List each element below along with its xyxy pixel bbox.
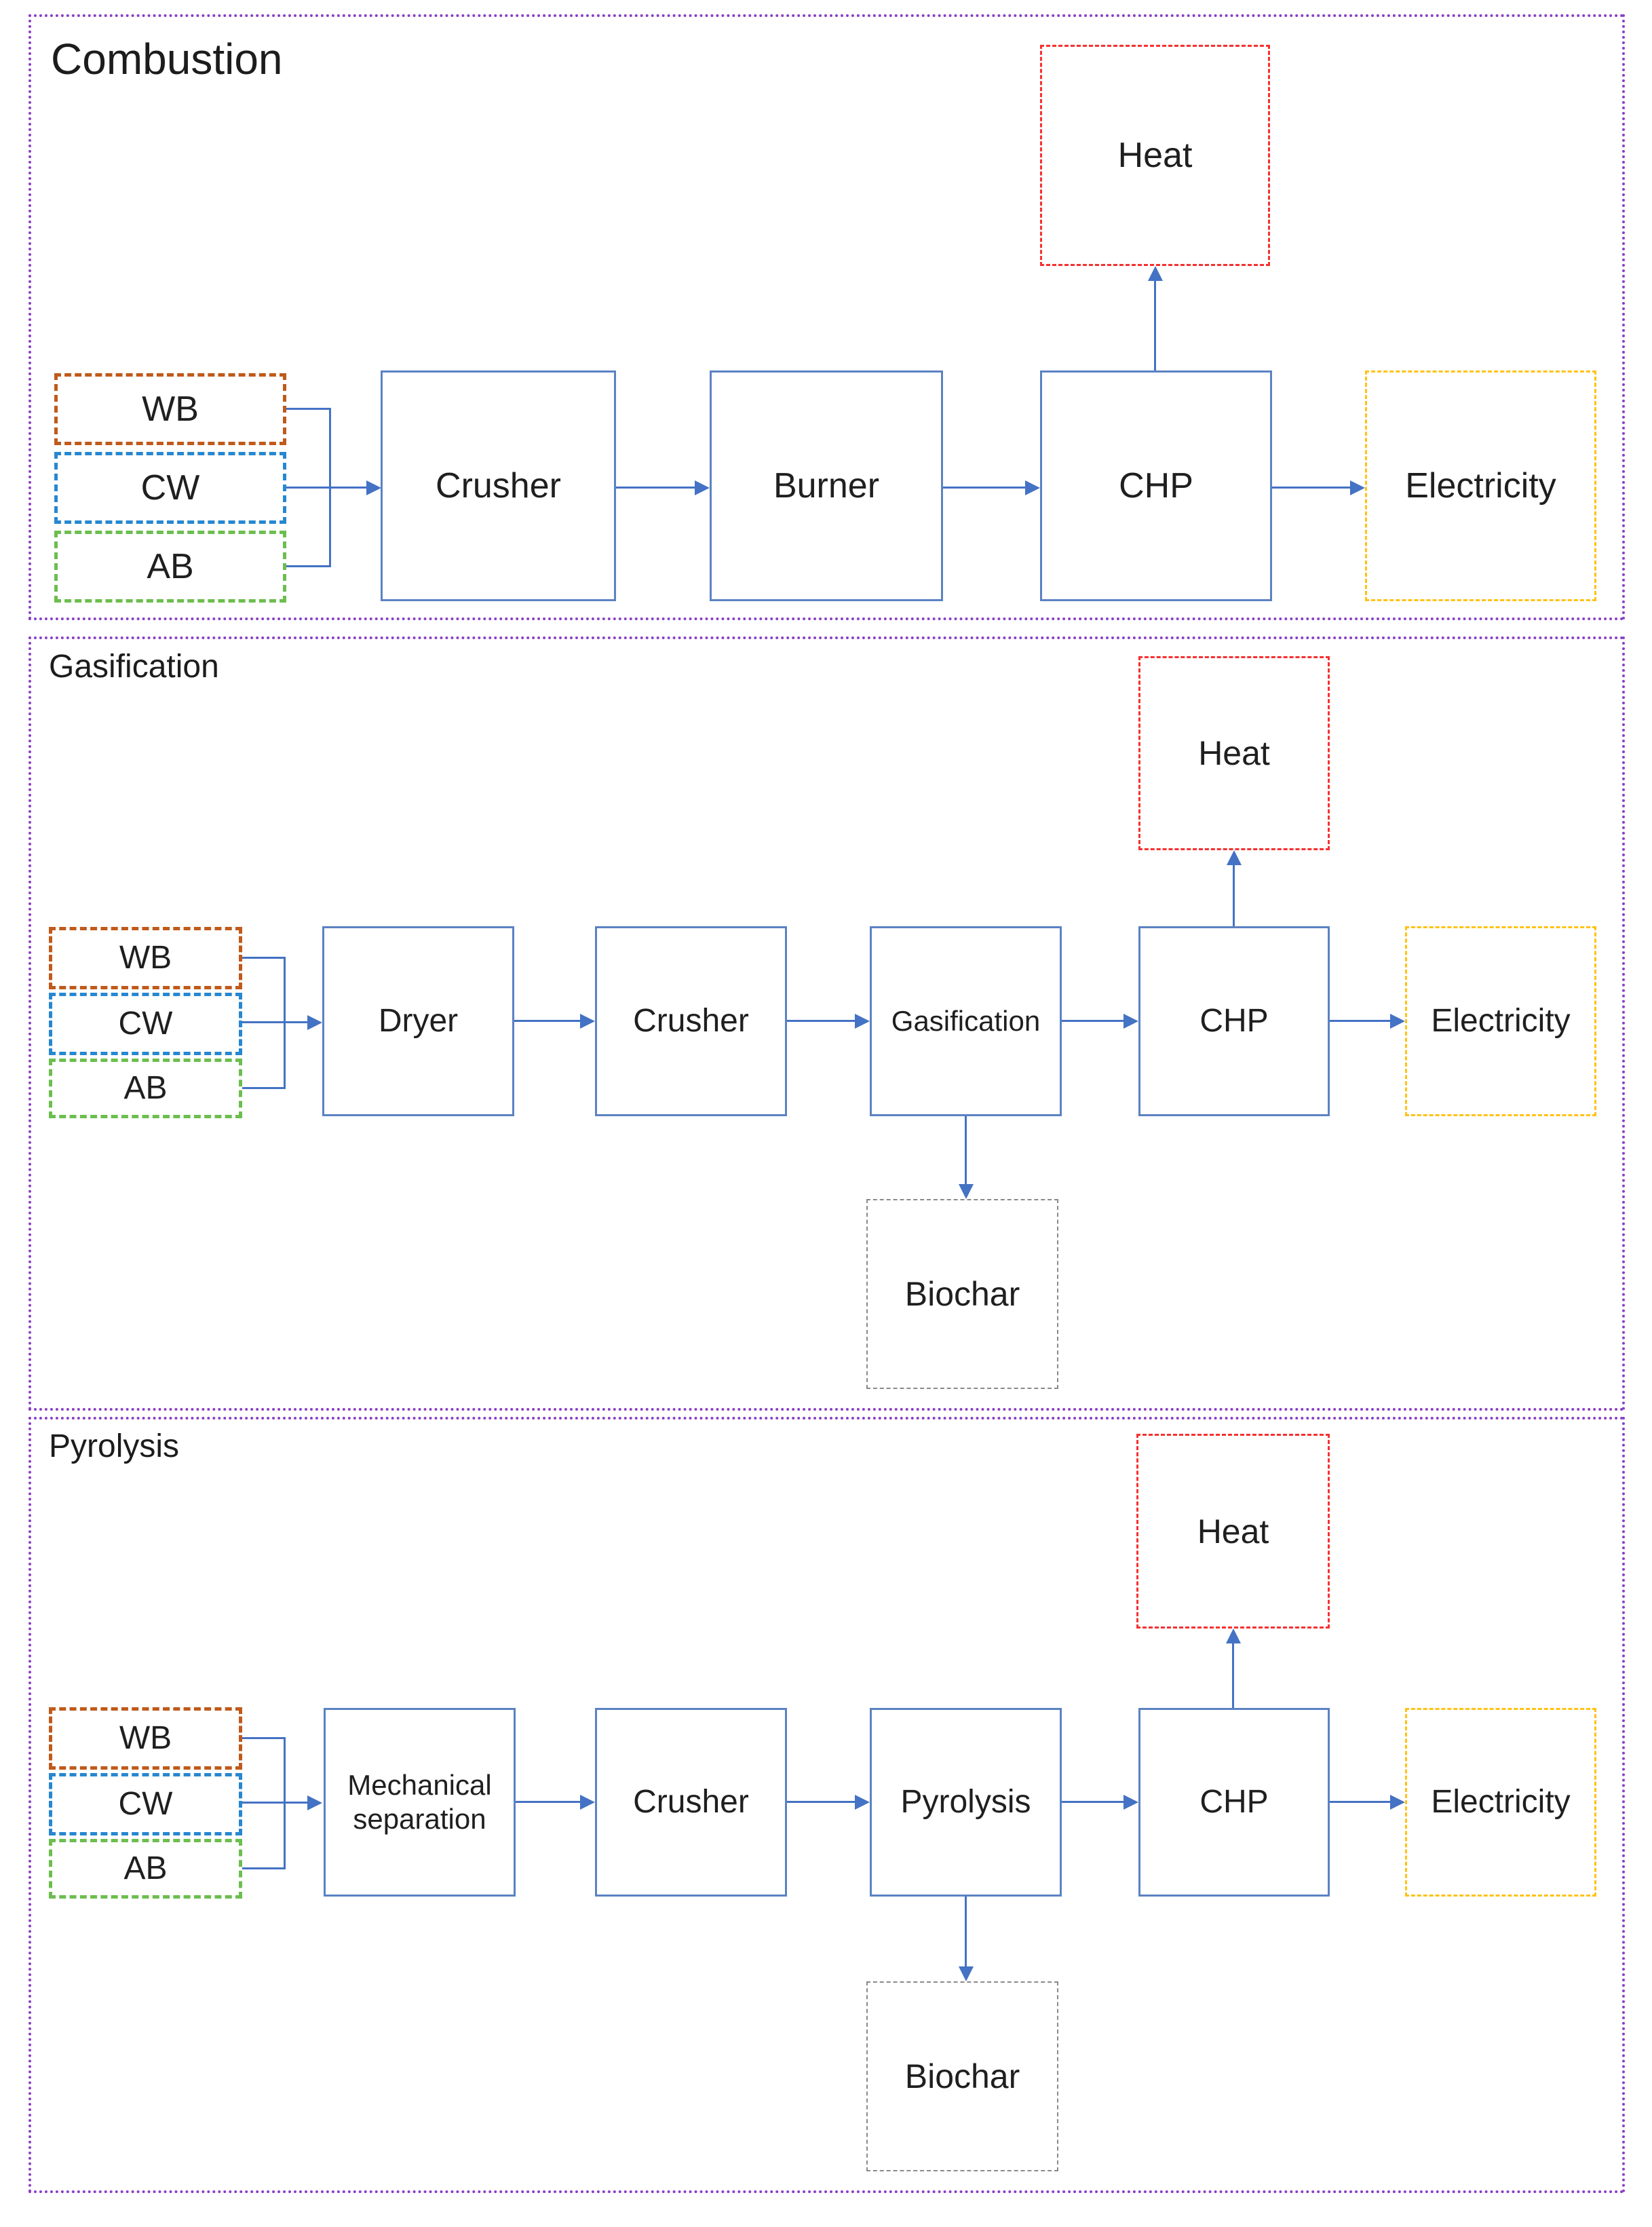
- connector-line: [965, 1897, 967, 1966]
- feedstock-ab-box: AB: [49, 1839, 242, 1899]
- connector-line: [1062, 1020, 1123, 1022]
- connector-line: [514, 1020, 580, 1022]
- panel-title: Gasification: [49, 649, 219, 685]
- arrow-head: [1123, 1795, 1138, 1810]
- connector-line: [286, 565, 331, 567]
- arrow-head: [1350, 480, 1365, 495]
- connector-line: [1330, 1801, 1390, 1803]
- output-heat-box: Heat: [1040, 45, 1270, 266]
- process-box-burner: Burner: [710, 370, 943, 601]
- panel-title: Pyrolysis: [49, 1428, 180, 1464]
- feedstock-wb-box: WB: [49, 927, 242, 989]
- arrow-head: [1390, 1014, 1405, 1029]
- output-heat-box: Heat: [1136, 1434, 1330, 1629]
- connector-line: [242, 957, 285, 959]
- process-box-chp: CHP: [1040, 370, 1272, 601]
- process-box-chp: CHP: [1138, 926, 1330, 1116]
- arrow-head: [959, 1184, 974, 1199]
- connector-line: [943, 487, 1025, 489]
- arrow-head: [1226, 1629, 1241, 1643]
- process-box-gasification: Gasification: [870, 926, 1062, 1116]
- panel-gasification: [28, 636, 1625, 1411]
- feedstock-wb-box: WB: [54, 373, 286, 445]
- feedstock-wb-box: WB: [49, 1707, 242, 1770]
- arrow-head: [307, 1795, 322, 1810]
- output-electricity-box: Electricity: [1405, 1708, 1596, 1897]
- arrow-head: [366, 480, 381, 495]
- feedstock-cw-box: CW: [54, 452, 286, 524]
- connector-line: [787, 1801, 855, 1803]
- panel-title: Combustion: [51, 35, 283, 83]
- process-box-chp: CHP: [1138, 1708, 1330, 1897]
- connector-line: [1232, 1643, 1234, 1708]
- arrow-head: [307, 1015, 322, 1030]
- arrow-head: [855, 1795, 870, 1810]
- arrow-head: [1390, 1795, 1405, 1810]
- arrow-head: [1123, 1014, 1138, 1029]
- process-box-crusher: Crusher: [595, 926, 787, 1116]
- feedstock-ab-box: AB: [54, 531, 286, 603]
- arrow-head: [580, 1014, 595, 1029]
- feedstock-cw-box: CW: [49, 1773, 242, 1835]
- output-electricity-box: Electricity: [1365, 370, 1596, 601]
- arrow-head: [695, 480, 710, 495]
- connector-line: [1272, 487, 1350, 489]
- connector-line: [616, 487, 695, 489]
- arrow-head: [855, 1014, 870, 1029]
- connector-line: [242, 1737, 285, 1739]
- connector-line: [1154, 281, 1156, 370]
- connector-line: [1233, 865, 1235, 926]
- connector-line: [242, 1802, 307, 1804]
- connector-line: [1330, 1020, 1390, 1022]
- arrow-head: [1025, 480, 1040, 495]
- connector-line: [516, 1801, 580, 1803]
- process-box-dryer: Dryer: [322, 926, 514, 1116]
- connector-line: [286, 408, 331, 410]
- panel-combustion: [28, 14, 1625, 620]
- connector-line: [242, 1087, 285, 1089]
- arrow-head: [1227, 850, 1242, 865]
- panel-pyrolysis: [28, 1417, 1625, 2193]
- connector-line: [242, 1021, 307, 1023]
- connector-line: [1062, 1801, 1123, 1803]
- output-electricity-box: Electricity: [1405, 926, 1596, 1116]
- arrow-head: [959, 1966, 974, 1981]
- arrow-head: [580, 1795, 595, 1810]
- process-box-crusher: Crusher: [381, 370, 616, 601]
- process-box-crusher: Crusher: [595, 1708, 787, 1897]
- connector-line: [965, 1116, 967, 1184]
- feedstock-ab-box: AB: [49, 1059, 242, 1118]
- output-biochar-box: Biochar: [866, 1981, 1058, 2171]
- connector-line: [787, 1020, 855, 1022]
- connector-line: [242, 1867, 285, 1869]
- feedstock-cw-box: CW: [49, 993, 242, 1055]
- arrow-head: [1148, 266, 1163, 281]
- process-box-mechanical-separation: Mechanical separation: [324, 1708, 516, 1897]
- process-box-pyrolysis: Pyrolysis: [870, 1708, 1062, 1897]
- output-heat-box: Heat: [1138, 656, 1330, 850]
- connector-line: [286, 487, 366, 489]
- output-biochar-box: Biochar: [866, 1199, 1058, 1389]
